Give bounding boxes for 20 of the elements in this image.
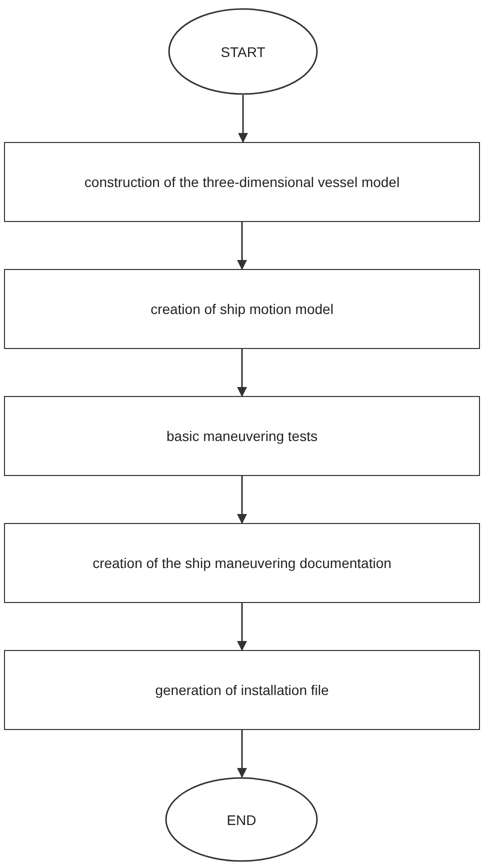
node-text: creation of the ship maneuvering documentation <box>92 555 392 571</box>
terminal-ellipse <box>165 777 318 862</box>
node-text: creation of ship motion model <box>150 301 334 317</box>
process-box <box>4 142 480 222</box>
arrow <box>237 222 247 270</box>
arrow <box>237 349 247 397</box>
process-box <box>4 396 480 476</box>
terminal-ellipse <box>168 8 318 95</box>
arrow <box>237 603 247 651</box>
node-text: END <box>226 812 258 828</box>
process-box <box>4 269 480 349</box>
arrow <box>238 95 248 143</box>
node-text: generation of installation file <box>154 682 330 698</box>
arrow <box>237 476 247 524</box>
process-box <box>4 650 480 730</box>
arrow <box>237 730 247 778</box>
node-text: START <box>220 44 266 60</box>
node-text: basic maneuvering tests <box>166 428 318 444</box>
process-box <box>4 523 480 603</box>
node-text: construction of the three-dimensional vessel model <box>83 174 401 190</box>
